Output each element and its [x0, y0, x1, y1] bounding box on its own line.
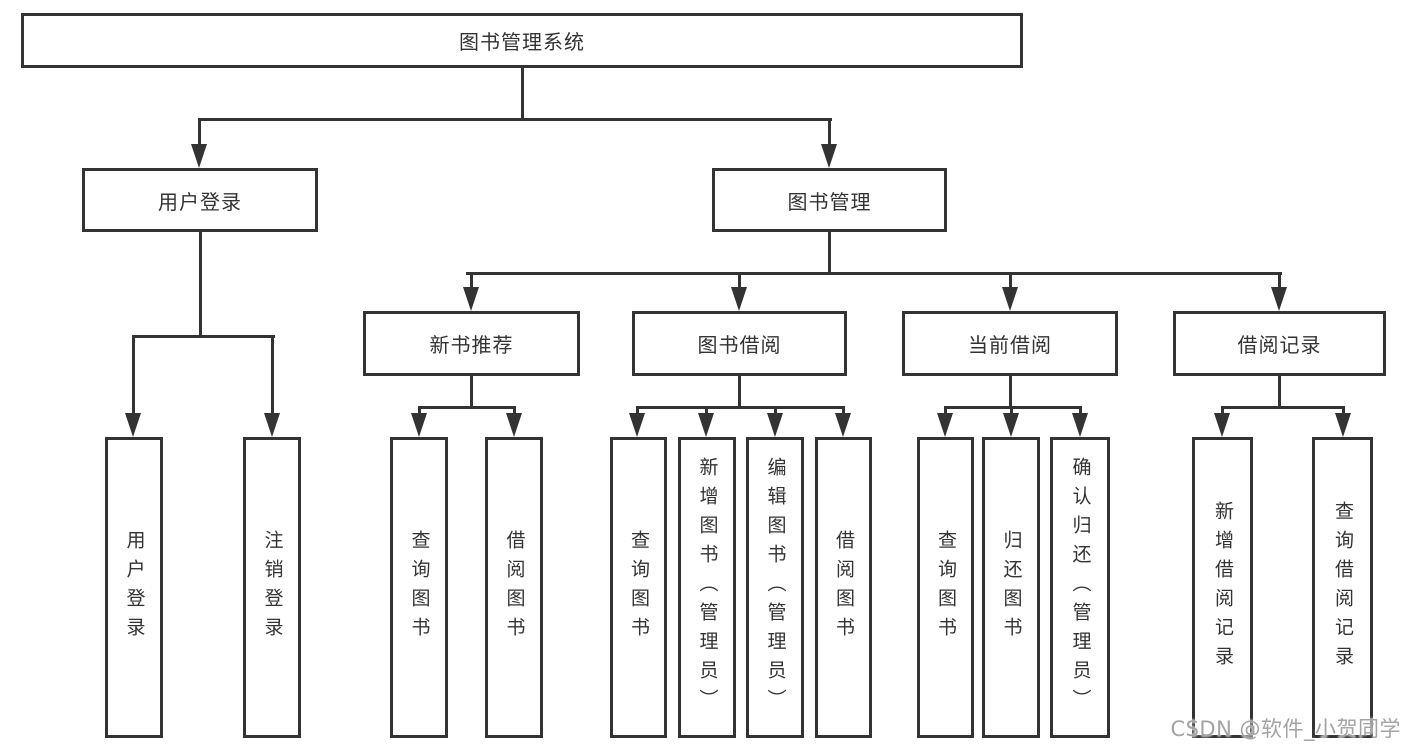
connector-line	[842, 406, 845, 415]
connector-line	[1221, 406, 1345, 409]
node-leaf-confirm-return-admin: 确认归还（管理员）	[1050, 437, 1110, 738]
node-book-management: 图书管理	[712, 168, 947, 232]
connector-line	[1079, 406, 1082, 415]
node-leaf-return-books-label: 归还图书	[1000, 529, 1023, 646]
arrow-down-icon	[264, 413, 280, 437]
node-leaf-edit-books-admin: 编辑图书（管理员）	[746, 437, 804, 738]
node-leaf-query-books-borrowing: 查询图书	[610, 437, 667, 738]
connector-line	[738, 376, 741, 409]
node-leaf-query-books-current-label: 查询图书	[935, 529, 957, 646]
arrow-down-icon	[1214, 413, 1230, 437]
arrow-down-icon	[767, 413, 783, 437]
arrow-down-icon	[1335, 413, 1351, 437]
node-leaf-logout: 注销登录	[243, 437, 301, 738]
arrow-down-icon	[506, 413, 522, 437]
node-leaf-query-books-recommend-label: 查询图书	[408, 529, 431, 646]
node-leaf-query-books-recommend: 查询图书	[390, 437, 448, 738]
node-leaf-user-login: 用户登录	[105, 437, 163, 738]
arrow-down-icon	[1002, 287, 1018, 311]
node-library-system: 图书管理系统	[21, 13, 1023, 68]
connector-line	[1278, 272, 1281, 289]
arrow-down-icon	[1003, 413, 1019, 437]
node-leaf-add-borrow-record-label: 新增借阅记录	[1212, 500, 1234, 675]
connector-line	[1221, 406, 1224, 415]
node-leaf-confirm-return-admin-label: 确认归还（管理员）	[1069, 457, 1092, 718]
node-leaf-query-books-borrowing-label: 查询图书	[628, 529, 650, 646]
connector-line	[1342, 406, 1345, 415]
connector-line	[944, 406, 1082, 409]
connector-line	[418, 406, 516, 409]
node-leaf-add-books-admin-label: 新增图书（管理员）	[696, 457, 719, 718]
connector-line	[132, 335, 135, 415]
node-user-login-label: 用户登录	[158, 189, 242, 214]
arrow-down-icon	[821, 144, 837, 168]
connector-line	[636, 406, 845, 409]
arrow-down-icon	[698, 413, 714, 437]
arrow-down-icon	[463, 287, 479, 311]
arrow-down-icon	[835, 413, 851, 437]
connector-line	[470, 272, 473, 289]
csdn-watermark: CSDN @软件_小贺同学	[1170, 717, 1401, 741]
arrow-down-icon	[1072, 413, 1088, 437]
connector-line	[636, 406, 639, 415]
connector-line	[271, 335, 274, 415]
node-leaf-query-borrow-record-label: 查询借阅记录	[1332, 500, 1354, 675]
connector-line	[1010, 406, 1013, 415]
node-leaf-query-books-current: 查询图书	[917, 437, 974, 738]
arrow-down-icon	[411, 413, 427, 437]
node-borrowing-records-label: 借阅记录	[1237, 333, 1322, 357]
node-new-book-recommend-label: 新书推荐	[429, 333, 514, 357]
node-leaf-user-login-label: 用户登录	[123, 529, 146, 646]
node-current-borrowing-label: 当前借阅	[968, 333, 1052, 357]
connector-line	[199, 232, 202, 335]
connector-line	[198, 118, 832, 121]
arrow-down-icon	[1271, 287, 1287, 311]
node-current-borrowing: 当前借阅	[902, 311, 1118, 376]
node-leaf-borrow-books: 借阅图书	[815, 437, 872, 738]
node-leaf-logout-label: 注销登录	[261, 529, 284, 646]
arrow-down-icon	[191, 144, 207, 168]
connector-line	[470, 376, 473, 409]
connector-line	[1009, 376, 1012, 409]
node-book-borrowing: 图书借阅	[632, 311, 847, 376]
node-leaf-add-books-admin: 新增图书（管理员）	[678, 437, 736, 738]
connector-line	[418, 406, 421, 415]
arrow-down-icon	[937, 413, 953, 437]
connector-line	[828, 232, 831, 275]
connector-line	[774, 406, 777, 415]
node-leaf-borrow-books-recommend: 借阅图书	[485, 437, 543, 738]
connector-line	[521, 68, 524, 118]
node-user-login: 用户登录	[82, 168, 318, 232]
connector-line	[513, 406, 516, 415]
node-leaf-borrow-books-label: 借阅图书	[833, 529, 855, 646]
node-book-management-label: 图书管理	[787, 189, 872, 214]
connector-line	[198, 118, 201, 146]
connector-line	[738, 272, 741, 289]
connector-line	[944, 406, 947, 415]
node-new-book-recommend: 新书推荐	[363, 311, 580, 376]
connector-line	[1278, 376, 1281, 409]
node-borrowing-records: 借阅记录	[1173, 311, 1386, 376]
connector-line	[705, 406, 708, 415]
arrow-down-icon	[125, 413, 141, 437]
node-book-borrowing-label: 图书借阅	[697, 333, 782, 357]
node-leaf-return-books: 归还图书	[982, 437, 1040, 738]
arrow-down-icon	[731, 287, 747, 311]
node-leaf-query-borrow-record: 查询借阅记录	[1312, 437, 1373, 738]
node-library-system-label: 图书管理系统	[459, 30, 585, 54]
connector-line	[466, 272, 1282, 275]
node-leaf-edit-books-admin-label: 编辑图书（管理员）	[764, 457, 787, 718]
node-leaf-add-borrow-record: 新增借阅记录	[1192, 437, 1253, 738]
connector-line	[1009, 272, 1012, 289]
connector-line	[828, 118, 831, 146]
node-leaf-borrow-books-recommend-label: 借阅图书	[503, 529, 526, 646]
connector-line	[132, 335, 275, 338]
arrow-down-icon	[629, 413, 645, 437]
